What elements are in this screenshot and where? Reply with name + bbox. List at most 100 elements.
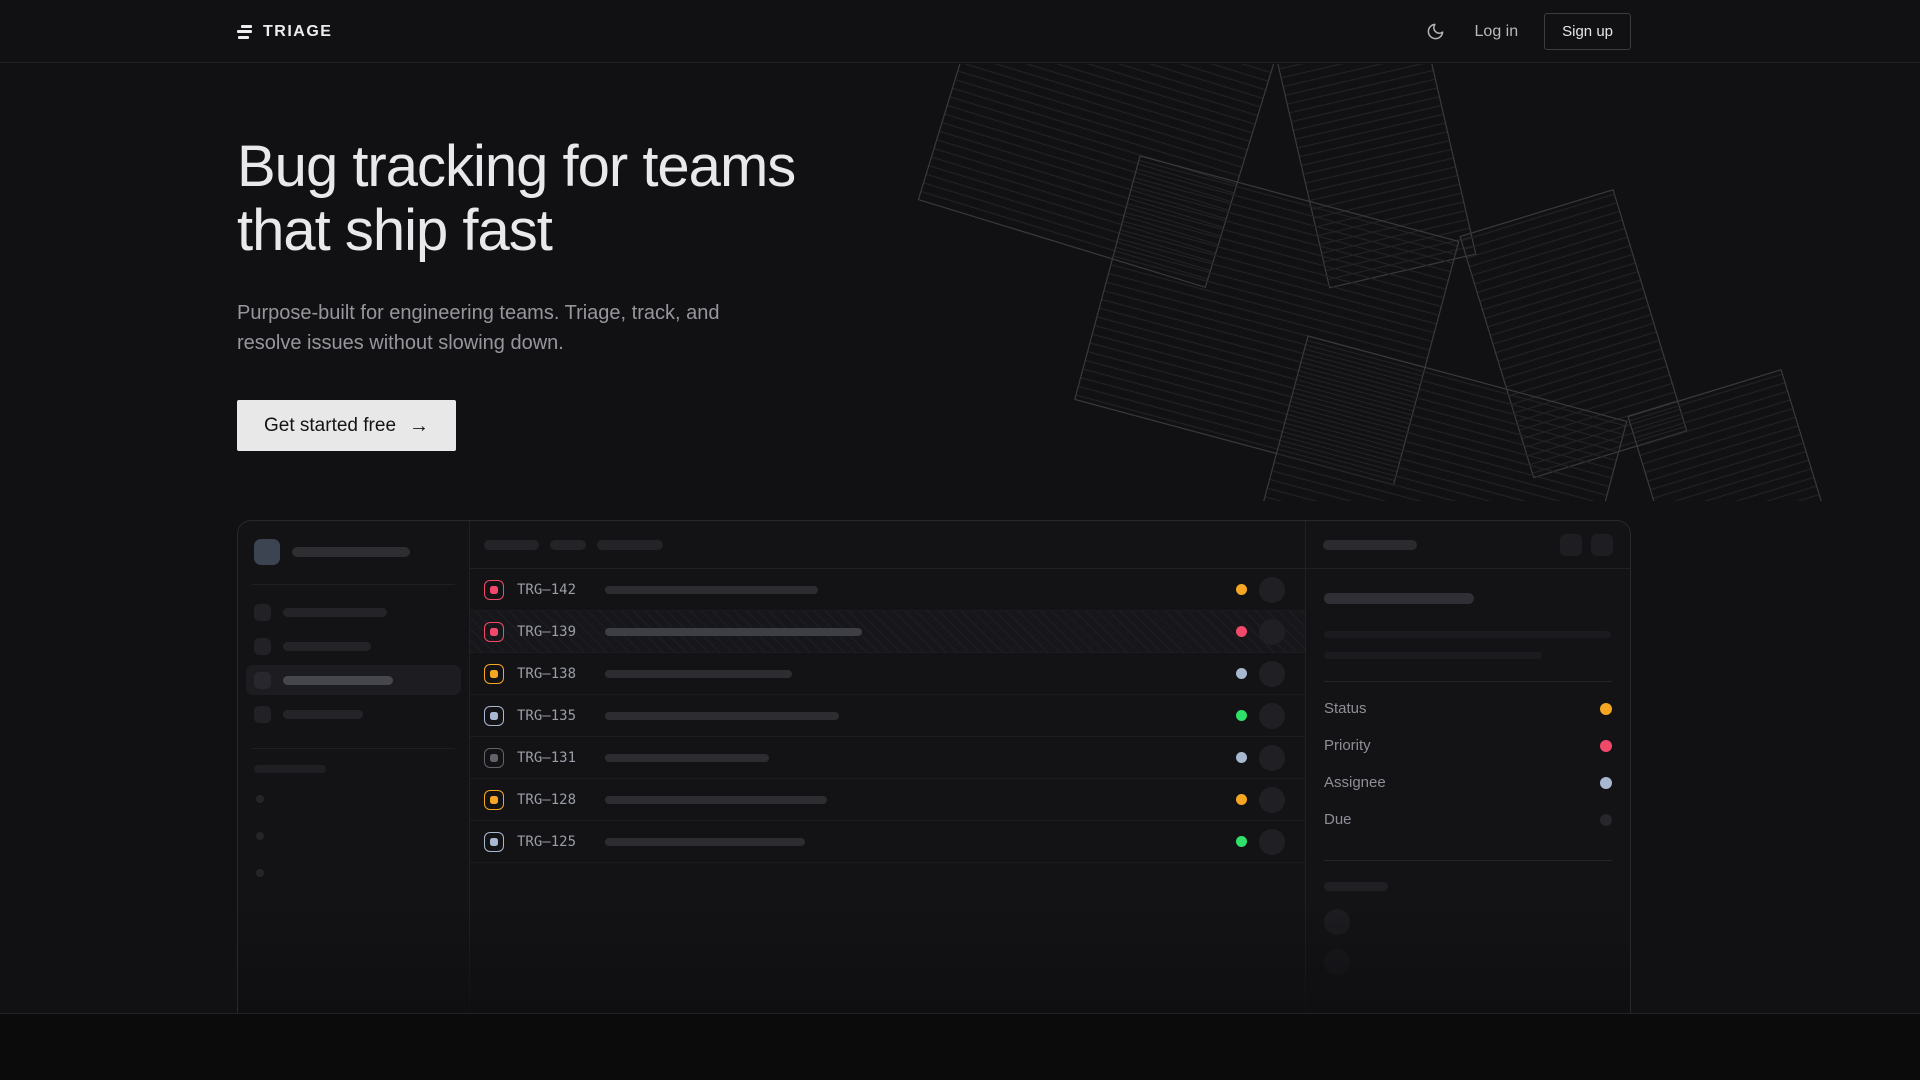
assignee-avatar (1259, 702, 1285, 729)
brand-logo[interactable]: TRIAGE (237, 23, 332, 41)
sidebar-dot-skeleton (256, 869, 264, 877)
issue-title-skeleton (605, 795, 827, 804)
status-dot (1236, 710, 1247, 721)
detail-field-value-dot (1600, 739, 1612, 752)
detail-fields: Status Priority Assignee Due (1324, 690, 1612, 838)
detail-field-label: Assignee (1324, 774, 1386, 791)
detail-header (1306, 521, 1630, 569)
issue-id: TRG–125 (517, 833, 577, 850)
hero-subtitle: Purpose-built for engineering teams. Tri… (237, 302, 720, 354)
detail-field-row: Due (1324, 801, 1612, 838)
issue-list: TRG–142 TRG–139 TRG–138 TRG–135 (470, 521, 1306, 1014)
issue-id: TRG–135 (517, 707, 577, 724)
get-started-label: Get started free (264, 414, 397, 436)
comments-section-skeleton (1324, 882, 1388, 891)
app-preview-card: TRG–142 TRG–139 TRG–138 TRG–135 (237, 520, 1631, 1014)
comment-avatar-skeleton (1324, 949, 1350, 975)
assignee-avatar (1259, 576, 1285, 603)
issue-row: TRG–138 (470, 653, 1305, 695)
hero-title-line-1: Bug tracking for teams (237, 134, 796, 199)
issue-rows: TRG–142 TRG–139 TRG–138 TRG–135 (470, 569, 1305, 863)
issue-title-skeleton (605, 753, 769, 762)
theme-toggle-button[interactable] (1422, 18, 1449, 45)
issue-list-header (470, 521, 1305, 569)
wireframe-sheet-3 (1242, 335, 1856, 501)
list-tab-skeleton (484, 539, 539, 550)
preview-sidebar (238, 521, 470, 1014)
issue-row: TRG–142 (470, 569, 1305, 611)
sidebar-item-icon (254, 705, 271, 723)
arrow-right-icon: → (409, 414, 430, 437)
top-nav: TRIAGE Log in Sign up (0, 0, 1920, 63)
issue-title-skeleton (605, 627, 862, 636)
sidebar-item-label-skeleton (283, 607, 387, 617)
assignee-avatar (1259, 828, 1285, 855)
issue-row-meta (1236, 660, 1285, 687)
detail-description-skeleton (1324, 631, 1611, 638)
detail-field-value-dot (1600, 813, 1612, 826)
sidebar-item-skeleton (246, 699, 461, 729)
issue-type-icon (484, 579, 504, 600)
list-tab-skeleton (597, 539, 663, 550)
sidebar-dot-skeleton (256, 795, 264, 803)
issue-type-icon (484, 621, 504, 642)
sidebar-item-skeleton (246, 631, 461, 661)
issue-row-meta (1236, 786, 1285, 813)
sidebar-item-label-skeleton (283, 641, 371, 651)
issue-row-meta (1236, 702, 1285, 729)
detail-description-skeleton (1324, 652, 1542, 659)
status-dot (1236, 794, 1247, 805)
issue-row-meta (1236, 744, 1285, 771)
sidebar-item-label-skeleton (283, 709, 363, 719)
detail-header-buttons (1560, 533, 1613, 556)
footer-strip (0, 1013, 1920, 1080)
assignee-avatar (1259, 744, 1285, 771)
detail-title-skeleton (1324, 593, 1474, 604)
comment-avatar-skeleton (1324, 909, 1350, 935)
sidebar-item-skeleton-selected (246, 665, 461, 695)
sidebar-item-icon (254, 637, 271, 655)
sidebar-item-skeleton (246, 597, 461, 627)
issue-title-skeleton (605, 837, 805, 846)
issue-row-meta (1236, 828, 1285, 855)
issue-type-icon (484, 831, 504, 852)
list-tab-skeleton (550, 539, 586, 550)
issue-row: TRG–125 (470, 821, 1305, 863)
moon-icon (1427, 23, 1443, 40)
issue-row: TRG–131 (470, 737, 1305, 779)
issue-row-meta (1236, 618, 1285, 645)
status-dot (1236, 752, 1247, 763)
assignee-avatar (1259, 660, 1285, 687)
issue-row: TRG–139 (470, 611, 1305, 653)
hero-title-line-2: that ship fast (237, 198, 553, 263)
issue-id: TRG–128 (517, 791, 577, 808)
detail-action-button-skeleton (1591, 533, 1613, 556)
get-started-button[interactable]: Get started free → (237, 400, 457, 451)
detail-field-label: Due (1324, 811, 1352, 828)
brand-name: TRIAGE (263, 22, 333, 40)
signup-button[interactable]: Sign up (1544, 13, 1631, 50)
detail-action-button-skeleton (1560, 533, 1582, 556)
issue-type-icon (484, 789, 504, 810)
detail-field-value-dot (1600, 702, 1612, 715)
hero-section: Bug tracking for teams that ship fast Pu… (237, 135, 1037, 451)
detail-field-value-dot (1600, 776, 1612, 789)
issue-title-skeleton (605, 669, 792, 678)
sidebar-divider (252, 748, 455, 749)
assignee-avatar (1259, 618, 1285, 645)
workspace-avatar (254, 539, 280, 565)
issue-row: TRG–128 (470, 779, 1305, 821)
sidebar-item-icon (254, 671, 271, 689)
wireframe-sheet-2 (1074, 155, 1688, 486)
login-link[interactable]: Log in (1474, 22, 1519, 40)
issue-id: TRG–142 (517, 581, 577, 598)
issue-title-skeleton (605, 711, 839, 720)
issue-id: TRG–131 (517, 749, 577, 766)
status-dot (1236, 626, 1247, 637)
detail-field-row: Assignee (1324, 764, 1612, 801)
sidebar-section-skeleton (254, 765, 326, 773)
detail-body: Status Priority Assignee Due (1306, 569, 1630, 1014)
status-dot (1236, 668, 1247, 679)
detail-header-skeleton (1323, 539, 1417, 550)
status-dot (1236, 584, 1247, 595)
